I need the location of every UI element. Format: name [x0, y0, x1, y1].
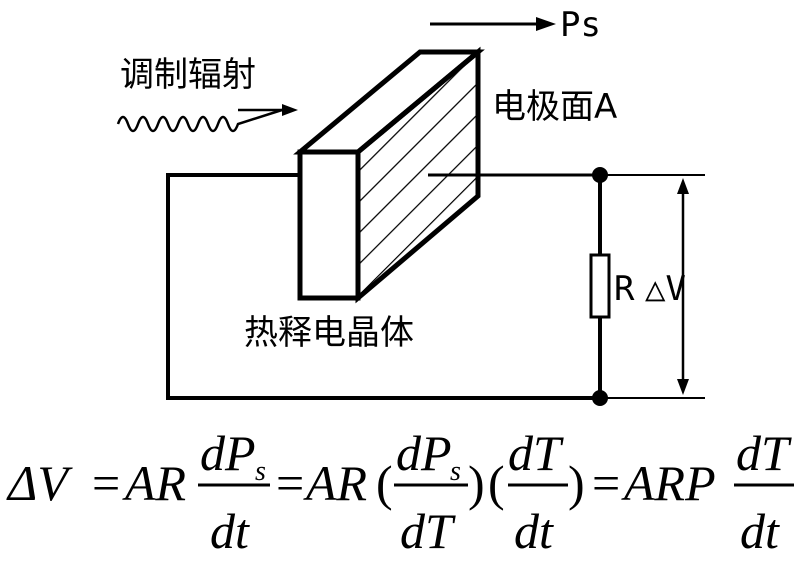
eq-ar-1: AR — [122, 455, 186, 511]
left-wire — [166, 173, 600, 400]
eq-frac2-den: dT — [400, 503, 456, 559]
electrode-face-label: 电极面A — [492, 87, 617, 127]
eq-equals-3: = — [592, 455, 620, 511]
eq-frac1-den: dt — [210, 503, 250, 559]
eq-frac1-sub: s — [255, 456, 266, 487]
eq-ar-2: AR — [303, 455, 367, 511]
radiation-arrow-head — [282, 104, 298, 116]
eq-rparen-2: ) — [568, 455, 585, 511]
eq-equals-1: = — [92, 455, 120, 511]
resistor — [589, 253, 611, 319]
equation: ΔV = AR dP s dt = AR ( dP s dT ) ( dT dt… — [6, 425, 794, 559]
ps-label: Ps — [560, 5, 601, 45]
crystal-label: 热释电晶体 — [244, 313, 414, 353]
radiation-wave — [116, 108, 283, 133]
eq-frac3-den: dt — [514, 503, 554, 559]
ps-arrow-head — [536, 17, 556, 31]
circuit-diagram: Ps 调制辐射 电极面A 热释电晶体 R △V — [116, 5, 705, 406]
delta-v-label: △V — [645, 269, 686, 309]
eq-frac4-den: dt — [740, 503, 780, 559]
modulated-radiation-label: 调制辐射 — [120, 55, 256, 95]
resistor-label: R — [614, 269, 635, 309]
eq-lparen-1: ( — [376, 455, 393, 511]
eq-lparen-2: ( — [488, 455, 505, 511]
delta-v-arrow-up — [677, 178, 689, 194]
eq-frac4-num: dT — [736, 425, 792, 481]
eq-rparen-1: ) — [468, 455, 485, 511]
eq-frac3-num: dT — [508, 425, 564, 481]
eq-arp: ARP — [621, 455, 716, 511]
delta-v-arrow-down — [677, 379, 689, 395]
electrode-face-hatched — [355, 46, 481, 304]
eq-frac2-sub: s — [450, 456, 461, 487]
eq-frac1-num: dP — [200, 425, 256, 481]
eq-frac2-num: dP — [396, 425, 452, 481]
eq-equals-2: = — [276, 455, 304, 511]
eq-delta-v: ΔV — [6, 455, 73, 511]
crystal-front-face — [297, 149, 361, 301]
